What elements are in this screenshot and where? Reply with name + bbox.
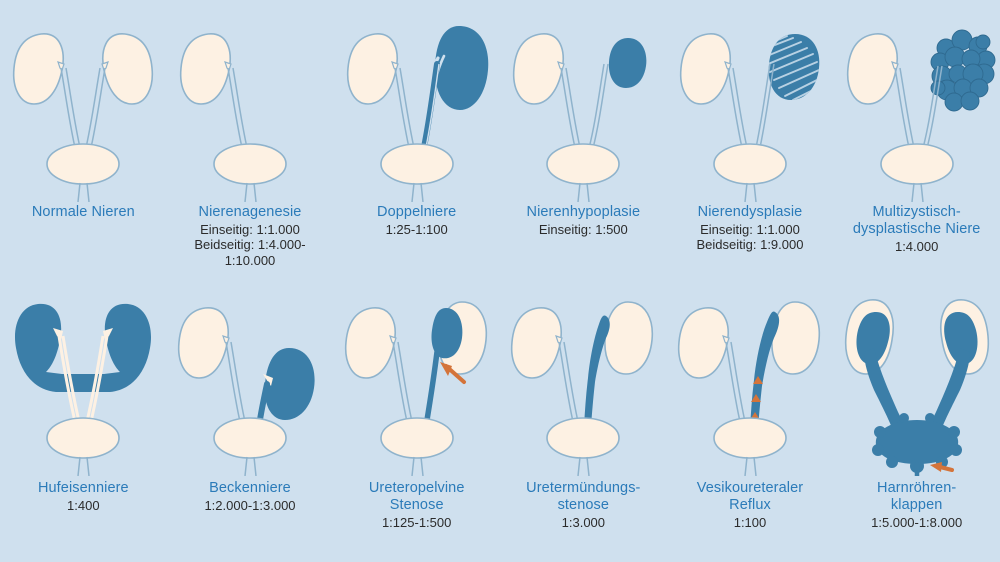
caption-vesikoureteraler-reflux: Vesikoureteraler Reflux 1:100 — [667, 480, 834, 531]
panel-vesikoureteraler-reflux: Vesikoureteraler Reflux 1:100 — [667, 282, 834, 562]
caption-hufeisenniere: Hufeisenniere 1:400 — [0, 480, 167, 513]
panel-title: Uretermündungs- stenose — [526, 480, 641, 514]
diagram-small-right-kidney — [500, 12, 666, 202]
caption-nierenagenesie: Nierenagenesie Einseitig: 1:1.000 Beidse… — [167, 204, 334, 268]
diagram-single-kidney-missing-right — [167, 12, 333, 202]
diagram-duplex-kidney-double-ureter — [334, 12, 500, 202]
panel-rate: Einseitig: 1:1.000 Beidseitig: 1:4.000- … — [194, 222, 306, 268]
panel-title: Doppelniere — [377, 204, 457, 220]
caption-doppelniere: Doppelniere 1:25-1:100 — [333, 204, 500, 237]
caption-ureteropelvine-stenose: Ureteropelvine Stenose 1:125-1:500 — [333, 480, 500, 531]
panel-nierenagenesie: Nierenagenesie Einseitig: 1:1.000 Beidse… — [167, 0, 334, 282]
caption-nierenhypoplasie: Nierenhypoplasie Einseitig: 1:500 — [500, 204, 667, 237]
panel-harnroehrenklappen: Harnröhren- klappen 1:5.000-1:8.000 — [833, 282, 1000, 562]
panel-title: Normale Nieren — [31, 204, 135, 220]
panel-ureteropelvine-stenose: Ureteropelvine Stenose 1:125-1:500 — [333, 282, 500, 562]
panel-rate: 1:4.000 — [894, 239, 939, 255]
panel-rate: 1:5.000-1:8.000 — [871, 515, 963, 531]
diagram-pelvic-low-right-kidney — [167, 286, 333, 476]
diagram-two-normal-kidneys-bladder — [0, 12, 166, 202]
panel-title: Beckenniere — [209, 480, 291, 496]
diagram-cystic-cluster-right-kidney — [834, 12, 1000, 202]
panel-rate: 1:125-1:500 — [381, 515, 452, 531]
diagram-bilateral-dilation-trabeculated-bladder-arrow — [834, 286, 1000, 476]
panel-title: Nierenagenesie — [198, 204, 302, 220]
panel-nierendysplasie: Nierendysplasie Einseitig: 1:1.000 Beids… — [667, 0, 834, 282]
panel-hufeisenniere: Hufeisenniere 1:400 — [0, 282, 167, 562]
panel-multizystisch-dysplastische-niere: Multizystisch- dysplastische Niere 1:4.0… — [833, 0, 1000, 282]
arrow — [929, 462, 954, 472]
panel-title: Ureteropelvine Stenose — [368, 480, 465, 514]
diagram-dilated-renal-pelvis-with-arrow — [334, 286, 500, 476]
panel-title: Multizystisch- dysplastische Niere — [852, 204, 981, 238]
caption-multizystisch-dysplastische-niere: Multizystisch- dysplastische Niere 1:4.0… — [833, 204, 1000, 255]
panel-title: Vesikoureteraler Reflux — [696, 480, 804, 514]
diagram-dilated-ureter-with-reflux-arrows — [667, 286, 833, 476]
panel-rate: 1:400 — [67, 498, 100, 514]
caption-harnroehrenklappen: Harnröhren- klappen 1:5.000-1:8.000 — [833, 480, 1000, 531]
panel-title: Hufeisenniere — [37, 480, 129, 496]
panel-uretermuendungsstenose: Uretermündungs- stenose 1:3.000 — [500, 282, 667, 562]
panel-doppelniere: Doppelniere 1:25-1:100 — [333, 0, 500, 282]
panel-rate: 1:2.000-1:3.000 — [204, 498, 296, 514]
panel-title: Harnröhren- klappen — [877, 480, 957, 514]
panel-nierenhypoplasie: Nierenhypoplasie Einseitig: 1:500 — [500, 0, 667, 282]
panel-normale-nieren: Normale Nieren — [0, 0, 167, 282]
caption-nierendysplasie: Nierendysplasie Einseitig: 1:1.000 Beids… — [667, 204, 834, 253]
caption-normale-nieren: Normale Nieren — [0, 204, 167, 222]
panel-rate: Einseitig: 1:500 — [538, 222, 628, 238]
panel-beckenniere: Beckenniere 1:2.000-1:3.000 — [167, 282, 334, 562]
diagram-hatched-right-kidney — [667, 12, 833, 202]
panel-rate: 1:100 — [733, 515, 767, 531]
diagram-dilated-ureter-with-arrow-at-bladder — [500, 286, 666, 476]
arrow — [439, 362, 466, 384]
panel-title: Nierenhypoplasie — [526, 204, 641, 220]
panel-rate: Einseitig: 1:1.000 Beidseitig: 1:9.000 — [696, 222, 804, 253]
diagram-horseshoe-fused-kidneys — [0, 286, 166, 476]
panel-rate: 1:25-1:100 — [385, 222, 448, 238]
panel-title: Nierendysplasie — [697, 204, 803, 220]
caption-uretermuendungsstenose: Uretermündungs- stenose 1:3.000 — [500, 480, 667, 531]
panel-rate: 1:3.000 — [561, 515, 606, 531]
caption-beckenniere: Beckenniere 1:2.000-1:3.000 — [167, 480, 334, 513]
